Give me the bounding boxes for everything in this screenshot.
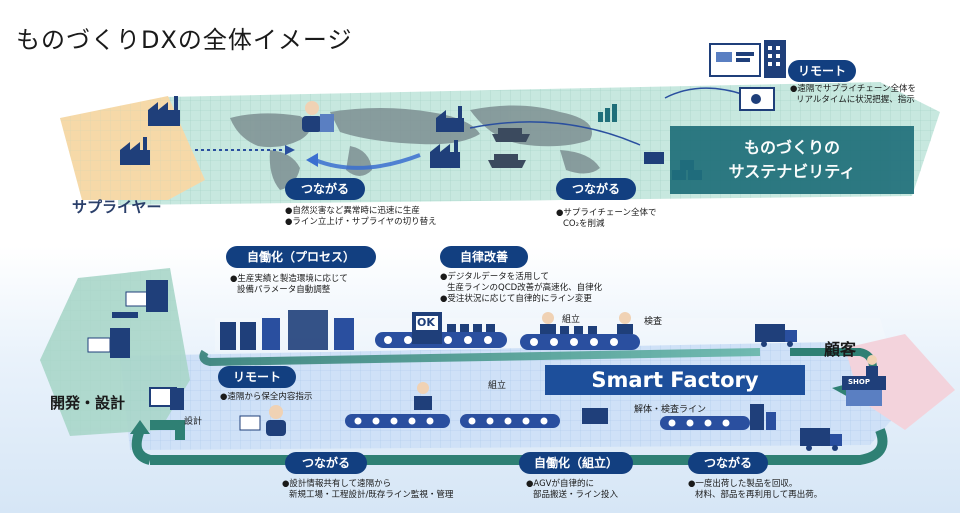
remote-notes-top: ●遠隔でサプライチェーン全体を リアルタイムに状況把握、指示 bbox=[790, 84, 916, 105]
connect-pill-bottom-left: つながる bbox=[285, 452, 367, 474]
truck-icons bbox=[755, 324, 842, 451]
dev-design-label: 開発・設計 bbox=[50, 394, 126, 412]
factory-icons-top bbox=[120, 96, 664, 168]
connect-notes-top-left: ●自然災害など異常時に迅速に生産 ●ライン立上げ・サプライヤの切り替え bbox=[285, 206, 437, 227]
remote-operator-icon bbox=[302, 101, 334, 132]
assembly-label-bottom: 組立 bbox=[488, 381, 507, 391]
remote-pill-bottom: リモート bbox=[218, 366, 296, 388]
sustainability-box: ものづくりの サステナビリティ bbox=[670, 126, 914, 194]
smart-factory-banner: Smart Factory bbox=[545, 365, 805, 395]
remote-monitor-icon bbox=[709, 40, 786, 111]
connect-pill-bottom-right: つながる bbox=[688, 452, 768, 474]
connect-pill-top-left: つながる bbox=[285, 178, 365, 200]
bottom-flow-arrow bbox=[150, 428, 888, 465]
conveyor-bottom bbox=[345, 382, 776, 430]
auto-process-pill: 自働化（プロセス） bbox=[226, 246, 376, 268]
world-map bbox=[230, 105, 600, 190]
ok-label: OK bbox=[417, 316, 435, 329]
design-label: 設計 bbox=[184, 417, 203, 427]
design-workstation-icons bbox=[87, 280, 184, 410]
conveyor-middle bbox=[375, 312, 640, 350]
process-equipment-icons bbox=[220, 310, 354, 350]
chart-icon bbox=[598, 104, 617, 122]
shop-icon bbox=[842, 355, 886, 406]
shop-label: SHOP bbox=[848, 378, 870, 386]
autonomous-pill: 自律改善 bbox=[440, 246, 528, 268]
connect-notes-top-right: ●サプライチェーン全体で CO₂を削減 bbox=[556, 208, 657, 229]
supplier-label: サプライヤー bbox=[72, 198, 162, 216]
auto-process-notes: ●生産実績と製造環境に応じて 設備パラメータ自動調整 bbox=[230, 274, 348, 295]
connect-notes-bottom-right: ●一度出荷した製品を回収。 材料、部品を再利用して再出荷。 bbox=[688, 479, 823, 500]
connect-pill-top-right: つながる bbox=[556, 178, 636, 200]
customer-label: 顧客 bbox=[824, 340, 857, 359]
disassembly-label: 解体・検査ライン bbox=[634, 405, 707, 415]
connect-notes-bottom-left: ●設計情報共有して遠隔から 新規工場・工程設計/既存ライン監視・管理 bbox=[282, 479, 454, 500]
remote-operator-bottom-icon bbox=[239, 405, 286, 436]
autonomous-notes: ●デジタルデータを活用して 生産ラインのQCD改善が高速化、自律化 ●受注状況に… bbox=[440, 272, 603, 304]
remote-pill-top: リモート bbox=[788, 60, 856, 82]
auto-assembly-notes: ●AGVが自律的に 部品搬送・ライン投入 bbox=[526, 479, 619, 500]
ship-icons bbox=[488, 128, 530, 168]
auto-assembly-pill: 自働化（組立） bbox=[519, 452, 633, 474]
page-title: ものづくりDXの全体イメージ bbox=[16, 26, 353, 54]
inspection-label: 検査 bbox=[644, 317, 663, 327]
remote-notes-bottom: ●遠隔から保全内容指示 bbox=[220, 392, 313, 402]
assembly-label-middle: 組立 bbox=[562, 315, 581, 325]
